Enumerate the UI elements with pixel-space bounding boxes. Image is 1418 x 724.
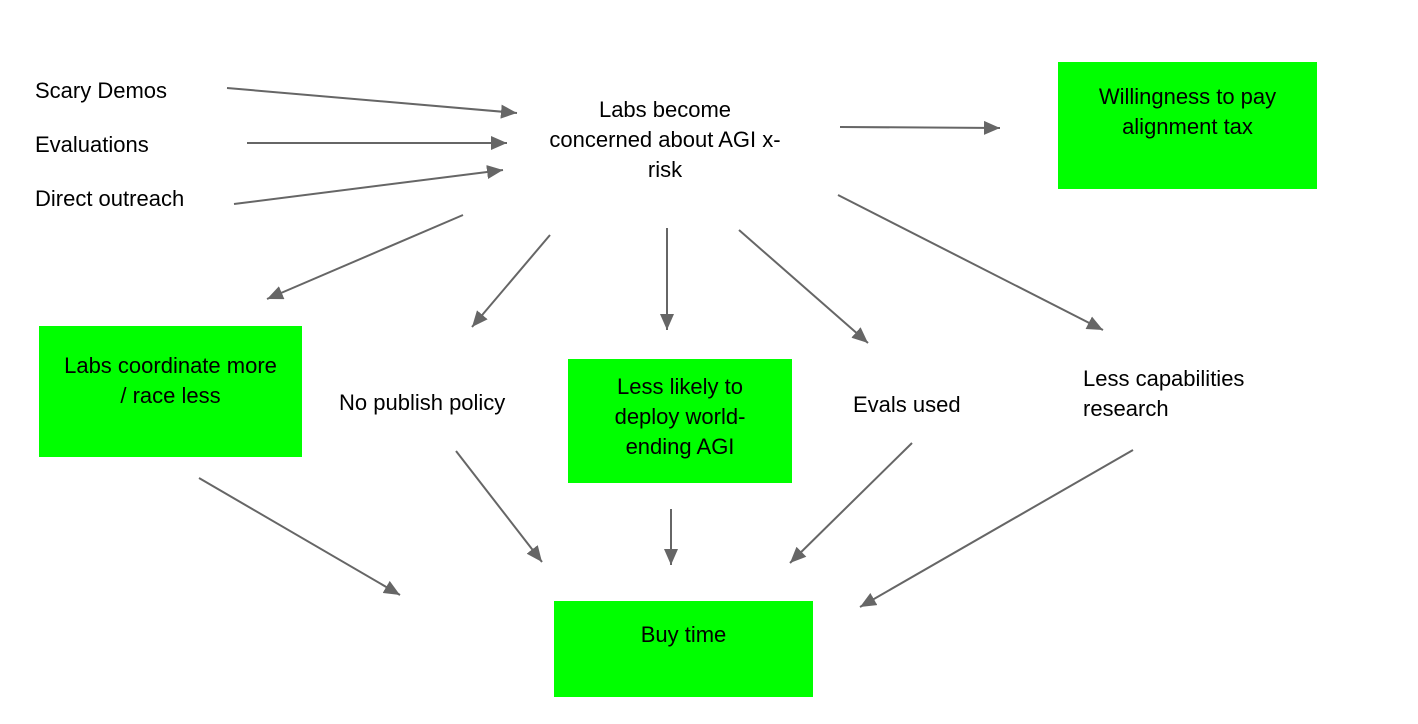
node-buy-time: Buy time [554,601,813,697]
arrow-labs-concerned-to-labs-coordinate [266,214,464,300]
node-label: Less likely to deploy world-ending AGI [614,374,746,459]
node-less-capabilities-research: Less capabilities research [1083,366,1245,421]
node-evaluations: Evaluations [35,132,149,157]
node-direct-outreach: Direct outreach [35,186,185,211]
arrow-less-capabilities-to-buy-time [859,449,1134,608]
node-label: Buy time [640,622,727,647]
arrow-scary-demos-to-labs-concerned [226,87,518,119]
arrow-no-publish-to-buy-time [455,450,543,563]
arrow-labs-concerned-to-no-publish [471,234,551,328]
node-willingness-to-pay-alignment-tax: Willingness to pay alignment tax [1058,62,1317,189]
arrow-labs-concerned-to-willingness [839,120,1001,135]
node-label: Labs coordinate more / race less [64,353,277,408]
arrow-labs-coordinate-to-buy-time [198,477,401,596]
arrow-direct-outreach-to-labs-concerned [233,165,504,205]
node-labs-become-concerned: Labs become concerned about AGI x-risk [549,97,781,182]
arrow-labs-concerned-to-evals-used [738,229,869,344]
node-scary-demos: Scary Demos [35,78,168,103]
arrow-evals-used-to-buy-time [789,442,913,564]
node-less-likely-to-deploy-world-ending-agi: Less likely to deploy world-ending AGI [568,359,792,483]
arrow-labs-concerned-to-less-capabilities [837,194,1104,331]
node-label: Willingness to pay alignment tax [1098,84,1277,139]
node-labs-coordinate-more-race-less: Labs coordinate more / race less [39,326,302,457]
node-no-publish-policy: No publish policy [339,390,506,415]
node-evals-used: Evals used [853,392,961,417]
